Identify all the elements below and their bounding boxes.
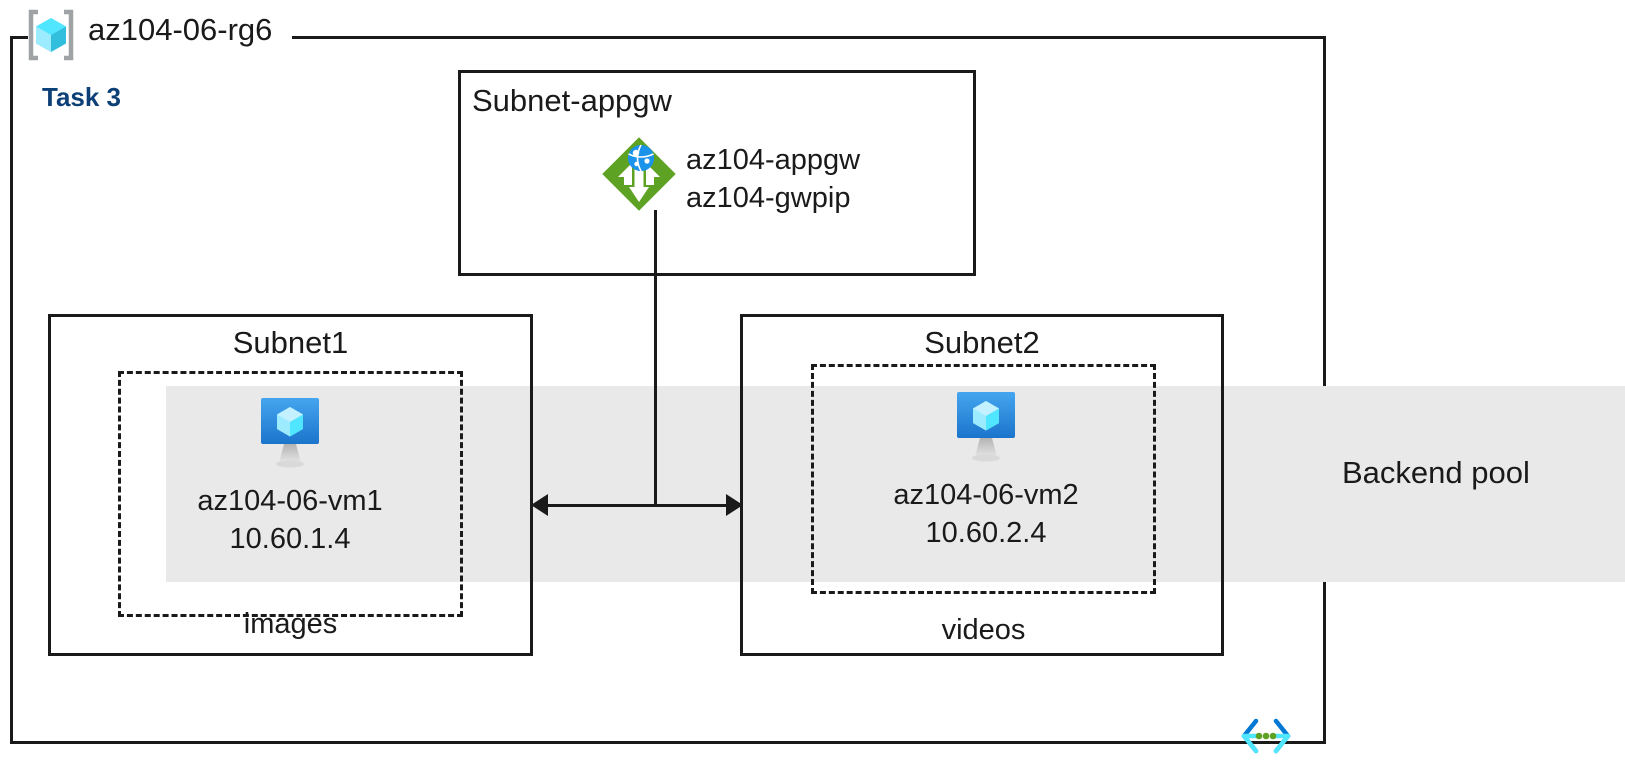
- resource-group-border-top-left: [10, 36, 28, 39]
- subnet1-caption: images: [243, 608, 338, 640]
- subnet-appgw-title: Subnet-appgw: [472, 83, 672, 118]
- virtual-network-icon: [1241, 718, 1291, 754]
- subnet-appgw-box: [458, 70, 976, 276]
- subnet1-vm-group: [118, 371, 463, 617]
- resource-group-icon: [28, 9, 74, 61]
- resource-group-name: az104-06-rg6: [88, 12, 273, 47]
- resource-group-border-bottom: [10, 741, 1326, 744]
- vm2-name: az104-06-vm2: [893, 479, 1079, 511]
- application-gateway-icon: [602, 137, 676, 211]
- subnet2-vm-group: [811, 364, 1156, 594]
- vm2-ip: 10.60.2.4: [925, 517, 1047, 549]
- resource-group-border-left: [10, 36, 13, 744]
- subnet1-title: Subnet1: [232, 325, 349, 360]
- vm1-ip: 10.60.1.4: [229, 523, 351, 555]
- arrow-head-right-icon: [726, 494, 743, 516]
- backend-pool-band: [166, 386, 1625, 582]
- subnet2-caption: videos: [941, 614, 1026, 646]
- backend-pool-label: Backend pool: [1342, 455, 1530, 490]
- gwpip-name: az104-gwpip: [686, 182, 851, 214]
- appgw-to-backend-connector: [654, 210, 657, 506]
- subnet1-box: [48, 314, 533, 656]
- appgw-resource-labels: az104-appgw az104-gwpip: [686, 141, 860, 217]
- task-label: Task 3: [42, 82, 122, 112]
- subnet2-box: [740, 314, 1224, 656]
- arrow-head-left-icon: [531, 494, 548, 516]
- subnet1-subnet2-connector: [545, 504, 735, 507]
- appgw-name: az104-appgw: [686, 144, 861, 176]
- virtual-machine-icon: [957, 392, 1015, 462]
- vm2-block: az104-06-vm2 10.60.2.4: [862, 390, 1110, 552]
- subnet2-title: Subnet2: [924, 325, 1040, 360]
- vm1-name: az104-06-vm1: [197, 485, 383, 517]
- virtual-machine-icon: [261, 398, 319, 468]
- resource-group-border-top-right: [292, 36, 1326, 39]
- vm1-block: az104-06-vm1 10.60.1.4: [166, 396, 414, 558]
